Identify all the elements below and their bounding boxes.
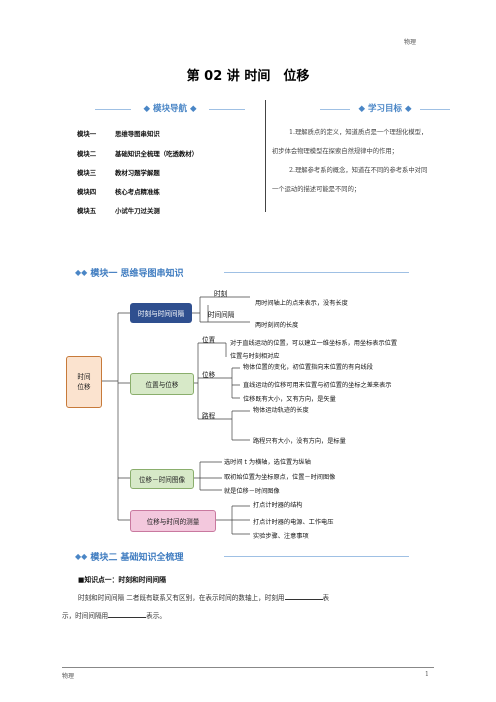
para-line1-tail: 表 — [322, 594, 330, 602]
section1-heading-text: 模块一 思维导图串知识 — [90, 269, 184, 279]
leaf-position-desc2: 位置与时刻相对应 — [230, 353, 280, 360]
leaf-moment-desc: 用时间轴上的点来表示，没有长度 — [255, 300, 348, 307]
branch-xt-graph: 位移－时间图像 — [130, 469, 194, 489]
leaf-position: 位置 — [202, 336, 216, 344]
leaf-displacement-desc1: 物体位置的变化，初位置指向末位置的有向线段 — [243, 364, 373, 371]
branch-position-displacement: 位置与位移 — [130, 373, 194, 395]
leaf-path-desc2: 路程只有大小，没有方向，是标量 — [253, 438, 346, 445]
leaf-interval-desc: 两时刻间的长度 — [255, 322, 299, 329]
module-2-name[interactable]: 基础知识全梳理（吃透教材） — [115, 150, 199, 158]
module-4-num: 模块四 — [77, 188, 97, 196]
leaf-measure-desc1: 打点计时器的结构 — [253, 502, 303, 509]
answer-blank-2[interactable] — [108, 611, 147, 618]
section2-heading: ◆◆ 模块二 基础知识全梳理 — [75, 550, 183, 563]
page-title: 第 02 讲 时间 位移 — [186, 69, 310, 84]
leaf-xt-desc2: 取初始位置为坐标原点，位置－时间图像 — [224, 474, 336, 481]
para-line2-tail: 表示。 — [146, 612, 166, 620]
section2-rule — [224, 556, 409, 557]
module-3-name[interactable]: 教材习题学解题 — [115, 169, 160, 177]
page-number: 1 — [425, 671, 429, 678]
section2-heading-text: 模块二 基础知识全梳理 — [90, 553, 184, 563]
branch-measurement: 位移与时间的测量 — [130, 510, 216, 532]
leaf-interval: 时间间隔 — [208, 311, 235, 319]
branch-time-interval: 时刻与时间间隔 — [130, 303, 192, 323]
nav-banner: ◆ 模块导航 ◆ — [95, 104, 245, 114]
module-4-name[interactable]: 核心考点精准练 — [115, 188, 160, 196]
footer-rule — [62, 667, 434, 668]
leaf-displacement: 位移 — [202, 371, 216, 379]
module-2-num: 模块二 — [77, 150, 97, 158]
para-line1-text: 时刻和时间间隔 二者既有联系又有区别，在表示时间的数轴上，时刻用 — [78, 594, 285, 602]
header-subject: 物理 — [404, 39, 417, 46]
leaf-xt-desc1: 选时间 t 为横轴，选位置为纵轴 — [224, 459, 311, 466]
goal-line-3: 2.理解参考系的概念，知道在不同的参考系中对同 — [289, 167, 428, 174]
nav-banner-label: 模块导航 — [152, 104, 187, 114]
knowledge-para-line1: 时刻和时间间隔 二者既有联系又有区别，在表示时间的数轴上，时刻用 表 — [78, 592, 329, 602]
leaf-displacement-desc3: 位移既有大小，又有方向，是矢量 — [243, 396, 336, 403]
knowledge-para-line2: 示，时间间隔用 表示。 — [62, 610, 166, 620]
leaf-measure-desc2: 打点计时器的电源、工作电压 — [253, 519, 334, 526]
footer-subject: 物理 — [62, 673, 75, 680]
goals-banner: ◆ 学习目标 ◆ — [320, 104, 450, 114]
module-5-name[interactable]: 小试牛刀过关测 — [115, 207, 160, 215]
leaf-displacement-desc2: 直线运动的位移可用末位置与初位置的坐标之差来表示 — [243, 382, 392, 389]
leaf-path-desc1: 物体运动轨迹的长度 — [253, 407, 309, 414]
module-5-num: 模块五 — [77, 207, 97, 215]
leaf-position-desc1: 对于直线运动的位置，可以建立一维坐标系，用坐标表示位置 — [230, 340, 398, 347]
leaf-path: 路程 — [202, 412, 216, 420]
goal-line-4: 一个运动的描述可能是不同的； — [272, 186, 361, 193]
column-divider — [265, 100, 266, 212]
leaf-measure-desc3: 实验步骤、注意事项 — [253, 533, 309, 540]
diamond-icon: ◆◆ — [75, 268, 88, 277]
diamond-icon: ◆◆ — [75, 552, 88, 561]
mindmap-root: 时间 位移 — [66, 356, 102, 408]
section1-rule — [224, 272, 409, 273]
module-3-num: 模块三 — [77, 169, 97, 177]
knowledge-point-title: ■知识点一：时刻和时间间隔 — [78, 576, 166, 584]
leaf-moment: 时刻 — [214, 290, 228, 298]
section1-heading: ◆◆ 模块一 思维导图串知识 — [75, 266, 183, 279]
module-1-name[interactable]: 思维导图串知识 — [115, 130, 160, 138]
goals-banner-label: 学习目标 — [367, 104, 402, 114]
answer-blank-1[interactable] — [284, 593, 323, 600]
leaf-xt-desc3: 就是位移－时间图像 — [224, 488, 280, 495]
para-line2-text: 示，时间间隔用 — [62, 612, 109, 620]
module-1-num: 模块一 — [77, 130, 97, 138]
goal-line-1: 1.理解质点的定义，知道质点是一个理想化模型， — [289, 129, 428, 136]
goal-line-2: 初步体会物理模型在探索自然规律中的作用； — [272, 148, 398, 155]
